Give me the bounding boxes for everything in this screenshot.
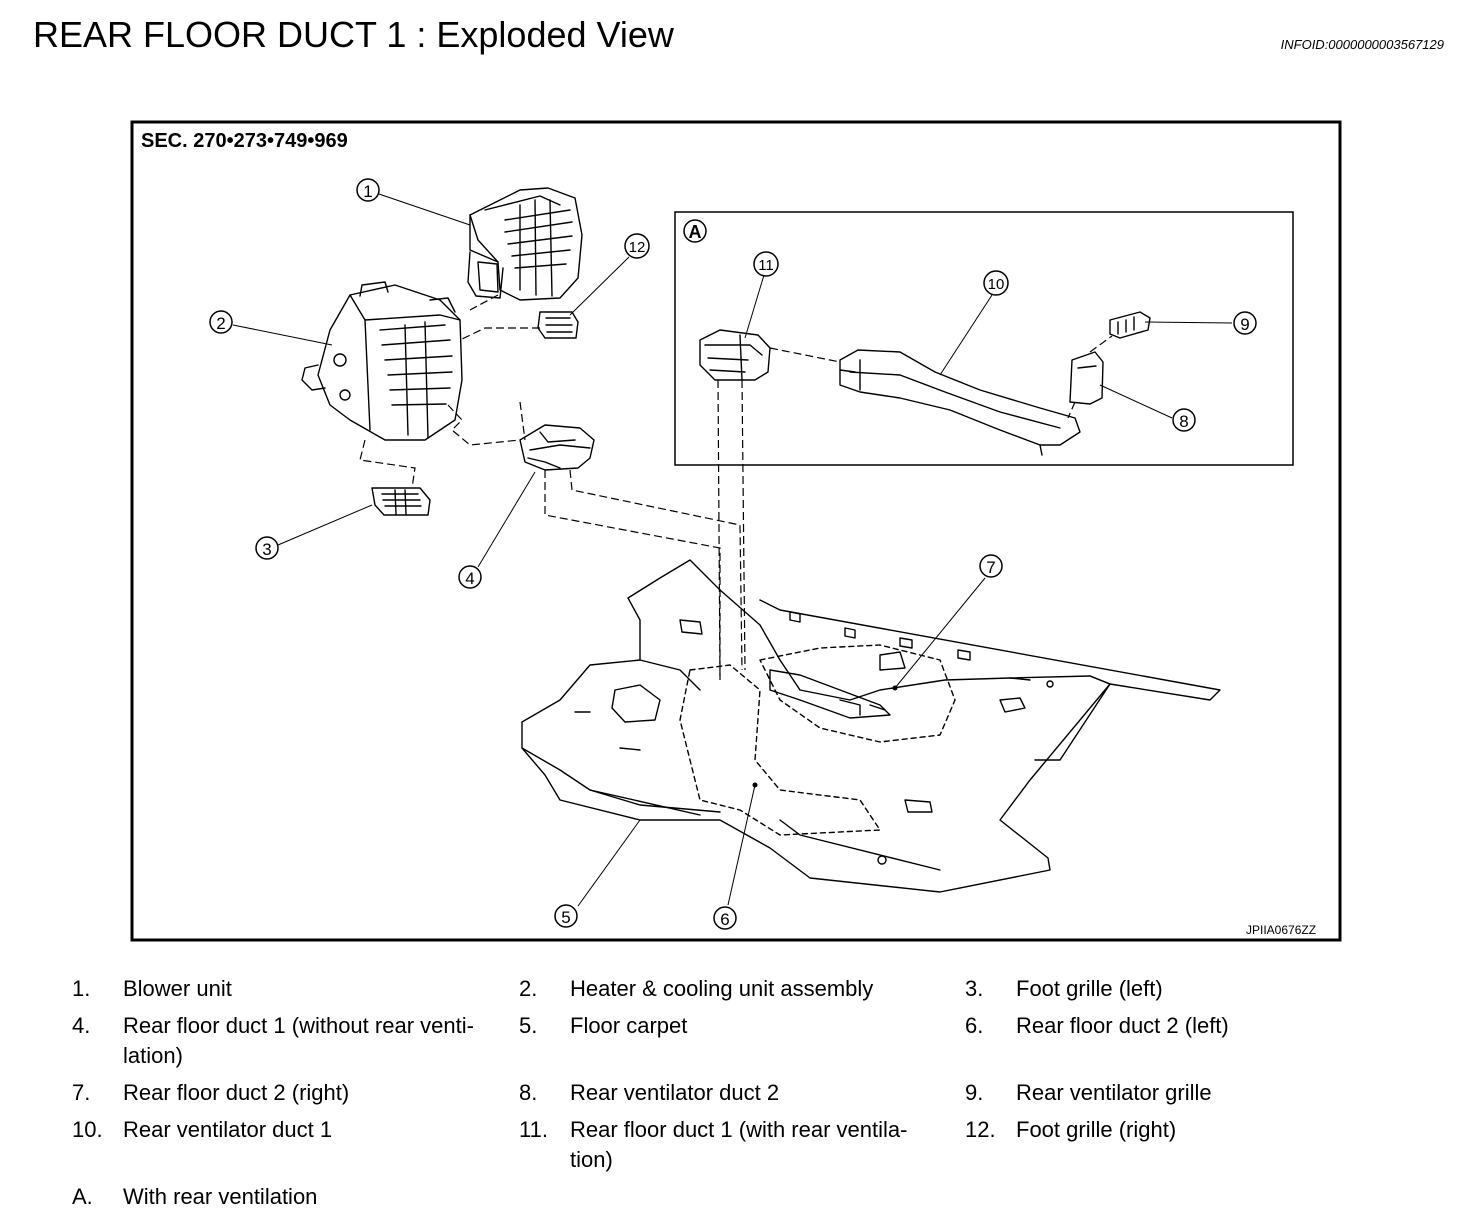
- svg-text:2: 2: [216, 314, 225, 333]
- rear-floor-duct-1-with-part: [699, 329, 771, 381]
- svg-text:4: 4: [465, 569, 474, 588]
- callout-11: 11: [753, 251, 779, 277]
- callout-7: 7: [979, 554, 1003, 578]
- heater-cooling-unit-part: [301, 281, 463, 441]
- callout-6: 6: [713, 906, 737, 930]
- callout-3: 3: [255, 536, 279, 560]
- inset-frame-a: [674, 211, 1294, 466]
- svg-text:7: 7: [986, 558, 995, 577]
- exploded-view-diagram: SEC. 270•273•749•969 JPIIA0676ZZ A: [130, 120, 1342, 942]
- info-id: INFOID:0000000003567129: [1280, 37, 1444, 52]
- foot-grille-right-part: [537, 311, 579, 339]
- blower-unit-part: [467, 187, 583, 301]
- callout-4: 4: [458, 565, 482, 589]
- rear-ventilator-grille-part: [1109, 311, 1151, 339]
- svg-text:1: 1: [363, 182, 372, 201]
- rear-floor-duct-1-without-part: [519, 424, 595, 471]
- svg-text:10: 10: [988, 276, 1005, 293]
- svg-text:3: 3: [262, 540, 271, 559]
- page-title: REAR FLOOR DUCT 1 : Exploded View: [33, 14, 674, 55]
- inset-label-a: A: [683, 219, 707, 243]
- foot-grille-left-part: [371, 487, 431, 516]
- svg-text:8: 8: [1179, 412, 1188, 431]
- svg-text:9: 9: [1240, 315, 1249, 334]
- svg-text:11: 11: [758, 257, 774, 274]
- svg-text:12: 12: [629, 239, 646, 256]
- callout-5: 5: [554, 904, 578, 928]
- callout-12: 12: [624, 233, 650, 259]
- svg-text:5: 5: [561, 908, 570, 927]
- image-code: JPIIA0676ZZ: [1246, 923, 1316, 937]
- callout-10: 10: [983, 270, 1009, 296]
- callout-2: 2: [209, 310, 233, 334]
- rear-floor-duct-2-right-part: [759, 644, 956, 743]
- rear-floor-duct-2-left-part: [679, 664, 881, 836]
- section-label: SEC. 270•273•749•969: [141, 130, 348, 152]
- callout-1: 1: [356, 178, 380, 202]
- svg-text:A: A: [689, 222, 702, 242]
- center-tunnel-part: [769, 651, 906, 719]
- rear-ventilator-duct-2-part: [1069, 351, 1104, 405]
- callout-9: 9: [1233, 311, 1257, 335]
- floor-carpet-part: [521, 559, 1221, 893]
- callout-8: 8: [1172, 408, 1196, 432]
- figure-frame: [130, 120, 1342, 942]
- rear-ventilator-duct-1-part: [839, 349, 1081, 456]
- svg-text:6: 6: [720, 910, 729, 929]
